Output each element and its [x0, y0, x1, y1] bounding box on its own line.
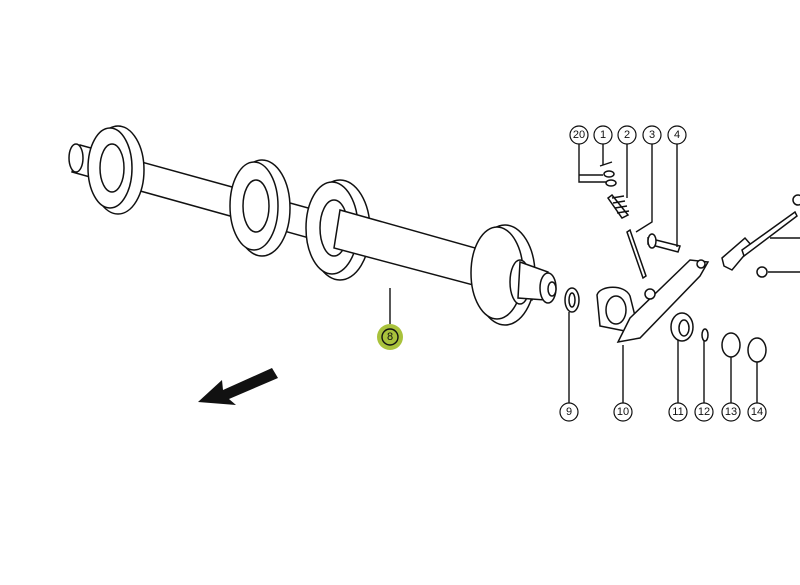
pin — [626, 228, 647, 280]
callout-4[interactable]: 4 — [667, 125, 687, 145]
threaded-rod — [741, 210, 798, 258]
callout-label: 14 — [751, 406, 763, 418]
leader-lines — [389, 144, 800, 403]
callout-label: 10 — [617, 406, 629, 418]
callout-label: 8 — [387, 331, 393, 343]
callout-label: 4 — [674, 129, 680, 141]
callout-14[interactable]: 14 — [747, 402, 767, 422]
callout-12[interactable]: 12 — [694, 402, 714, 422]
callout-10[interactable]: 10 — [613, 402, 633, 422]
callout-2[interactable]: 2 — [617, 125, 637, 145]
tensioner-parts — [564, 161, 800, 363]
nut — [756, 266, 768, 278]
shaft-assembly — [68, 125, 557, 326]
callout-9[interactable]: 9 — [559, 402, 579, 422]
callout-13[interactable]: 13 — [721, 402, 741, 422]
pulley-4 — [470, 224, 536, 326]
callout-label: 3 — [649, 129, 655, 141]
callout-20[interactable]: 20 — [569, 125, 589, 145]
callout-1[interactable]: 1 — [593, 125, 613, 145]
callout-label: 20 — [573, 129, 585, 141]
bracket — [721, 236, 753, 271]
tension-arm — [616, 259, 710, 344]
callout-label: 2 — [624, 129, 630, 141]
callout-label: 9 — [566, 406, 572, 418]
pulley-1 — [87, 125, 145, 215]
callout-8-highlighted[interactable]: 8 — [377, 324, 403, 350]
callout-label: 1 — [600, 129, 606, 141]
callout-11[interactable]: 11 — [668, 402, 688, 422]
callout-3[interactable]: 3 — [642, 125, 662, 145]
direction-arrow-icon — [198, 368, 278, 405]
callout-label: 11 — [672, 406, 683, 418]
callout-label: 13 — [725, 406, 737, 418]
callout-label: 12 — [698, 406, 710, 418]
pulley-2 — [229, 159, 291, 257]
